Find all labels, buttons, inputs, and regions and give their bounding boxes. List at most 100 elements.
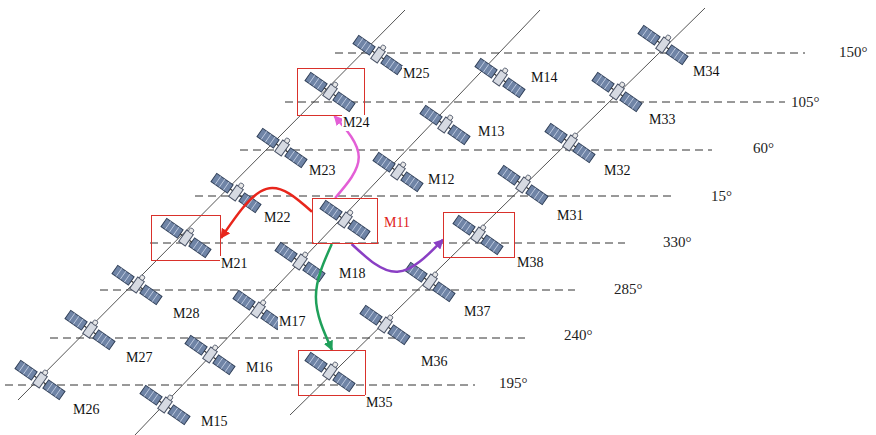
solar-panel — [545, 123, 567, 143]
satellite-icon — [319, 195, 374, 241]
satellite-label: M37 — [463, 304, 491, 320]
panel-cell — [237, 293, 243, 301]
solar-panel — [388, 325, 410, 345]
satellite-icon — [274, 237, 329, 283]
panel-cell — [197, 344, 203, 352]
panel-cell — [511, 84, 517, 92]
panel-cell — [413, 268, 419, 276]
panel-cell — [241, 296, 247, 304]
highlight-box: M11 — [312, 198, 378, 244]
satellite-label: M27 — [125, 350, 153, 366]
panel-cell — [670, 48, 676, 56]
dashed-line — [5, 385, 475, 386]
antenna-dish — [188, 227, 195, 234]
satellite-label: M35 — [365, 395, 393, 411]
panel-cell — [101, 336, 107, 344]
panel-cell — [152, 294, 158, 302]
solar-panel — [420, 105, 442, 125]
panel-cell — [269, 137, 275, 145]
solar-panel — [320, 200, 342, 220]
satellite-icon — [404, 257, 459, 303]
antenna-dish — [332, 361, 339, 368]
panel-cell — [324, 203, 330, 211]
satellite-icon — [111, 260, 166, 306]
satellite-icon — [372, 147, 427, 193]
panel-cell — [356, 226, 362, 234]
dashed-line — [100, 290, 575, 291]
satellite-label: M34 — [692, 64, 720, 80]
panel-cell — [596, 75, 602, 83]
panel-cell — [538, 194, 544, 202]
antenna-dish — [572, 132, 579, 139]
solar-panel — [305, 352, 327, 372]
solar-panel — [140, 385, 162, 405]
panel-cell — [201, 247, 207, 255]
antenna-dish — [238, 182, 245, 189]
panel-cell — [148, 391, 154, 399]
angle-label: 285° — [613, 281, 644, 298]
panel-cell — [279, 245, 285, 253]
satellite-icon — [497, 160, 552, 206]
panel-cell — [424, 108, 430, 116]
panel-cell — [361, 41, 367, 49]
antenna-dish — [380, 44, 387, 51]
panel-cell — [642, 28, 648, 36]
panel-cell — [604, 81, 610, 89]
angle-label: 105° — [790, 94, 821, 111]
antenna-dish — [260, 299, 267, 306]
panel-cell — [553, 129, 559, 137]
panel-cell — [385, 58, 391, 66]
antenna-dish — [92, 319, 99, 326]
panel-cell — [332, 209, 338, 217]
panel-cell — [485, 238, 491, 246]
satellite-icon — [64, 305, 119, 351]
panel-cell — [352, 223, 358, 231]
satellite-label: M28 — [172, 306, 200, 322]
satellite-label: M15 — [200, 414, 228, 430]
solar-panel — [65, 310, 87, 330]
panel-cell — [632, 101, 638, 109]
panel-cell — [19, 363, 25, 371]
panel-cell — [193, 241, 199, 249]
solar-panel — [168, 405, 190, 425]
satellite-label: M17 — [278, 314, 306, 330]
satellite-label: M13 — [477, 124, 505, 140]
panel-cell — [73, 316, 79, 324]
satellite-icon — [474, 53, 529, 99]
panel-cell — [251, 202, 257, 210]
panel-cell — [396, 331, 402, 339]
antenna-dish — [665, 34, 672, 41]
solar-panel — [620, 92, 642, 112]
panel-cell — [223, 182, 229, 190]
angle-label: 60° — [752, 140, 775, 157]
satellite-label: M26 — [72, 402, 100, 418]
panel-cell — [372, 314, 378, 322]
satellite-icons — [14, 20, 692, 426]
panel-cell — [489, 241, 495, 249]
panel-cell — [357, 38, 363, 46]
satellite-label: M12 — [427, 172, 455, 188]
panel-cell — [165, 221, 171, 229]
panel-cell — [317, 81, 323, 89]
panel-cell — [507, 81, 513, 89]
panel-cell — [289, 151, 295, 159]
antenna-dish — [525, 174, 532, 181]
panel-cell — [265, 313, 271, 321]
panel-cell — [116, 268, 122, 276]
panel-cell — [337, 95, 343, 103]
solar-panel — [305, 72, 327, 92]
angle-label: 15° — [710, 188, 733, 205]
solar-panel — [453, 215, 475, 235]
antenna-dish — [42, 369, 49, 376]
antenna-dish — [167, 394, 174, 401]
panel-cell — [409, 178, 415, 186]
satellite-icon — [210, 168, 265, 214]
panel-cell — [341, 98, 347, 106]
panel-cell — [51, 386, 57, 394]
panel-cell — [483, 64, 489, 72]
panel-cell — [393, 64, 399, 72]
angle-label: 195° — [498, 375, 529, 392]
satellite-icon — [591, 67, 646, 113]
antenna-dish — [387, 314, 394, 321]
